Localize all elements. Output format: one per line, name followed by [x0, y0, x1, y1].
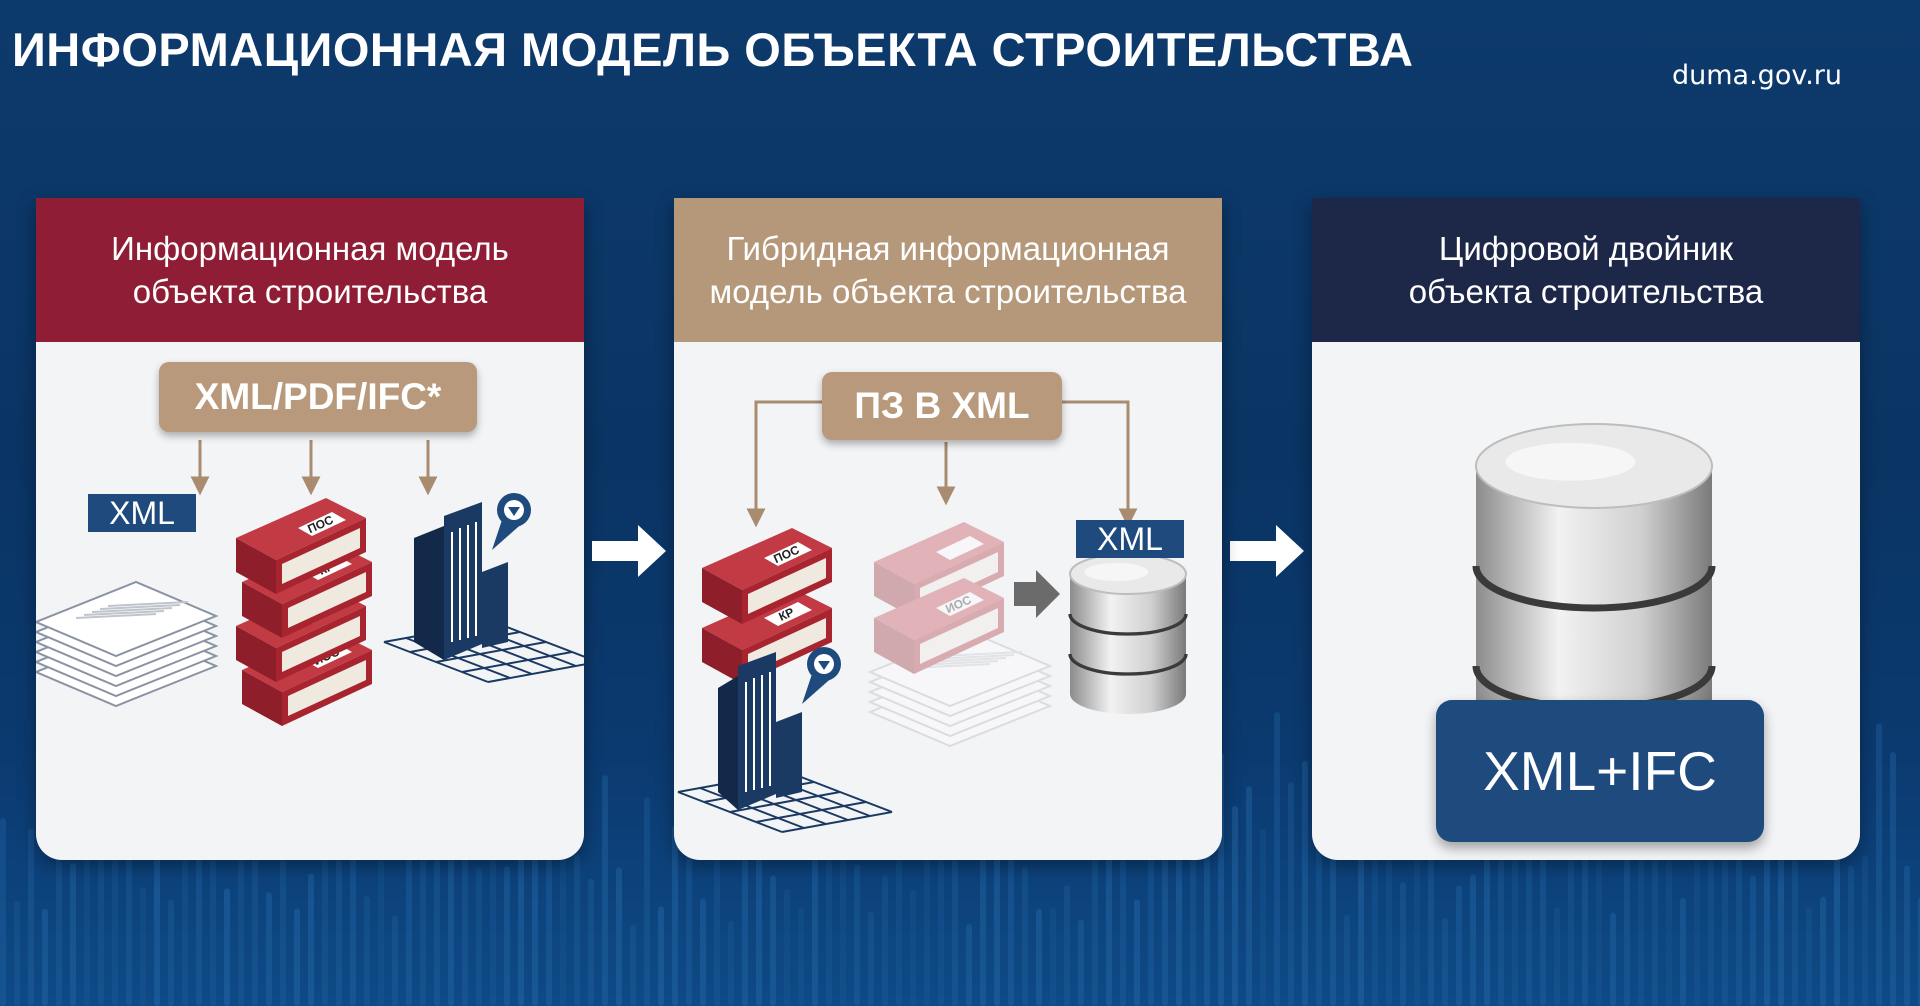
- right-arrow-icon: [592, 525, 666, 577]
- format-badge: XML/PDF/IFC*: [159, 362, 477, 432]
- book-label: КР: [777, 605, 797, 624]
- faded-book-stack-icon: ИОС: [867, 522, 1053, 748]
- book-icon: ИОС: [874, 578, 1004, 674]
- down-arrows: [190, 440, 438, 496]
- result-format-box: XML+IFC: [1436, 700, 1764, 842]
- book-icon: ПОС: [236, 498, 366, 594]
- document-stack-icon: [36, 580, 219, 708]
- page-title: ИНФОРМАЦИОННАЯ МОДЕЛЬ ОБЪЕКТА СТРОИТЕЛЬС…: [12, 23, 1414, 76]
- connector-arrows: [746, 400, 1138, 528]
- building-location-icon: [677, 647, 893, 833]
- database-icon: [1068, 553, 1188, 714]
- right-arrow-icon: [1014, 570, 1060, 618]
- background-bars-decoration: [0, 711, 1920, 1006]
- watermark: duma.gov.ru: [1672, 60, 1843, 91]
- book-stack-icon: ИОСАРКРПОС: [236, 498, 372, 726]
- book-icon: [874, 522, 1004, 618]
- xml-tag: XML: [88, 494, 196, 532]
- right-arrow-icon: [1230, 525, 1304, 577]
- panel-illustration: ИОСАРКРПОС: [36, 440, 584, 726]
- book-icon: ПОС: [702, 528, 832, 624]
- format-badge: ПЗ В XML: [822, 372, 1062, 440]
- xml-tag: XML: [1076, 520, 1184, 558]
- building-location-icon: [383, 493, 584, 683]
